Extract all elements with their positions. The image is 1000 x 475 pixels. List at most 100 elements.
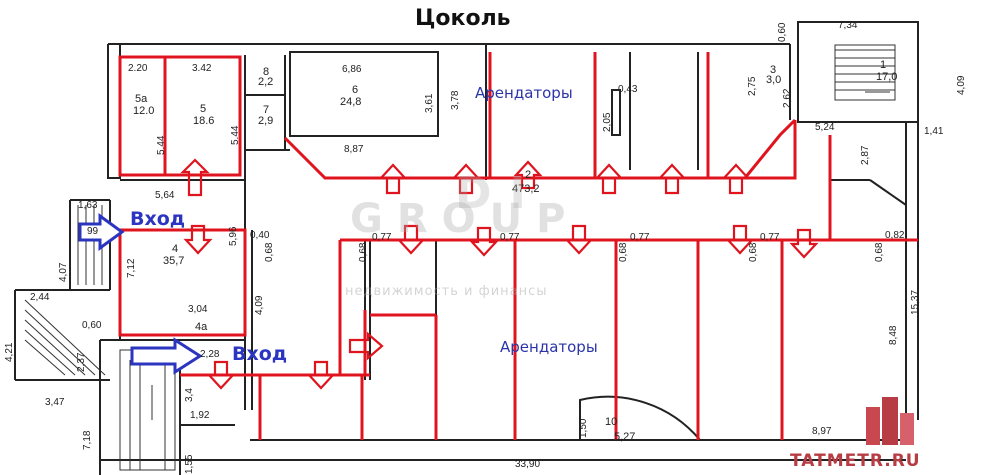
watermark-brand: GROUP [350, 196, 580, 242]
floor-title: Цоколь [415, 6, 511, 31]
svg-text:0,77: 0,77 [630, 232, 650, 243]
room-4-area: 35,7 [163, 255, 184, 267]
svg-text:5.44: 5.44 [230, 125, 241, 145]
room-7-area: 2,9 [258, 115, 273, 127]
flow-arrow-down [469, 226, 499, 257]
room-5a-area: 12.0 [133, 105, 154, 117]
flow-arrow-down [725, 224, 755, 255]
svg-text:4,21: 4,21 [4, 342, 15, 362]
svg-text:6,86: 6,86 [342, 64, 362, 75]
svg-text:1,92: 1,92 [190, 410, 210, 421]
watermark-di: DI [455, 168, 544, 219]
flow-arrow-down [183, 224, 213, 255]
svg-text:7,34: 7,34 [838, 20, 858, 31]
flow-arrow-down [206, 360, 236, 390]
room-5a-label: 5а [135, 93, 148, 105]
svg-text:3.42: 3.42 [192, 63, 212, 74]
room-8-area: 2,2 [258, 76, 273, 88]
svg-text:2,28: 2,28 [200, 349, 220, 360]
entrance-arrows [78, 213, 203, 375]
flow-arrows [180, 158, 819, 390]
flow-arrow-down [564, 224, 594, 255]
flow-arrow-up [513, 160, 543, 190]
tatmetr-logo: TATMETR.RU [790, 393, 995, 471]
room-1-area: 17,0 [876, 71, 897, 83]
flow-arrow-up [721, 163, 751, 195]
tenants-label-bottom: Арендаторы [500, 338, 598, 356]
dimension-labels: 2.20 3.42 5.44 5.44 6,86 3,61 8,87 3,78 … [4, 20, 967, 474]
building-icon [866, 397, 914, 445]
svg-text:0,43: 0,43 [618, 84, 638, 95]
svg-text:3,78: 3,78 [450, 90, 461, 110]
svg-text:8,48: 8,48 [888, 325, 899, 345]
flow-arrow-down [306, 360, 336, 390]
svg-text:5,64: 5,64 [155, 190, 175, 201]
svg-text:1,63: 1,63 [78, 200, 98, 211]
svg-text:0,68: 0,68 [874, 242, 885, 262]
svg-text:33,90: 33,90 [515, 459, 540, 470]
room-2-label: 2 [525, 169, 531, 181]
svg-text:2.20: 2.20 [128, 63, 148, 74]
svg-text:0,60: 0,60 [777, 22, 788, 42]
entrance-label-bottom: Вход [232, 343, 288, 365]
svg-text:0,68: 0,68 [264, 242, 275, 262]
svg-text:0,68: 0,68 [748, 242, 759, 262]
room-6-label: 6 [352, 84, 358, 96]
room-4-label: 4 [172, 243, 178, 255]
svg-text:3,61: 3,61 [424, 93, 435, 113]
room-labels: 5а 12.0 5 18.6 8 2,2 7 2,9 6 24,8 2 473,… [133, 59, 897, 443]
room-5-area: 18.6 [193, 115, 214, 127]
flow-arrow-up [594, 163, 624, 195]
flow-arrow-down [789, 228, 819, 259]
svg-text:2,44: 2,44 [30, 292, 50, 303]
route-highlight [118, 52, 918, 440]
logo-text: TATMETR.RU [790, 451, 921, 471]
svg-text:2,87: 2,87 [860, 145, 871, 165]
svg-text:1,50: 1,50 [578, 418, 589, 438]
svg-text:0,82: 0,82 [885, 230, 905, 241]
svg-text:0,40: 0,40 [250, 230, 270, 241]
entrance-arrow-left [78, 213, 125, 251]
svg-text:5,24: 5,24 [815, 122, 835, 133]
room-6-area: 24,8 [340, 96, 361, 108]
room-3-area: 3,0 [766, 74, 781, 86]
room-7-label: 7 [263, 104, 269, 116]
watermark-tagline: недвижимость и финансы [345, 284, 548, 299]
svg-text:0,68: 0,68 [358, 242, 369, 262]
flow-arrow-up [180, 158, 210, 197]
svg-text:0,68: 0,68 [618, 242, 629, 262]
flow-arrow-up [451, 163, 481, 195]
svg-text:8,87: 8,87 [344, 144, 364, 155]
flow-arrow-right [348, 331, 384, 361]
svg-text:2,62: 2,62 [782, 88, 793, 108]
room-2-area: 473,2 [512, 183, 540, 195]
svg-text:1,55: 1,55 [184, 454, 195, 474]
flow-arrow-up [657, 163, 687, 195]
flow-arrow-up [378, 163, 408, 195]
svg-text:8,97: 8,97 [812, 426, 832, 437]
svg-text:7,18: 7,18 [82, 430, 93, 450]
svg-text:2,37: 2,37 [76, 352, 87, 372]
room-8-label: 8 [263, 66, 269, 78]
svg-text:0,77: 0,77 [500, 232, 520, 243]
svg-text:2,75: 2,75 [747, 76, 758, 96]
room-3-label: 3 [770, 64, 776, 76]
svg-text:5.44: 5.44 [156, 135, 167, 155]
svg-text:5,96: 5,96 [228, 226, 239, 246]
svg-text:15,37: 15,37 [910, 290, 921, 315]
flow-arrow-down [396, 224, 426, 255]
entrance-label-left: Вход [130, 208, 186, 230]
svg-text:3,47: 3,47 [45, 397, 65, 408]
svg-text:4,09: 4,09 [956, 75, 967, 95]
svg-text:99: 99 [87, 226, 99, 237]
svg-text:4,09: 4,09 [254, 295, 265, 315]
svg-text:3,04: 3,04 [188, 304, 208, 315]
svg-text:0,60: 0,60 [82, 320, 102, 331]
room-10-area: 5,27 [614, 431, 635, 443]
svg-text:7,12: 7,12 [126, 258, 137, 278]
room-1-label: 1 [880, 59, 886, 71]
room-4a-label: 4а [195, 321, 208, 333]
svg-text:3,4: 3,4 [184, 388, 195, 402]
svg-text:0,77: 0,77 [372, 232, 392, 243]
